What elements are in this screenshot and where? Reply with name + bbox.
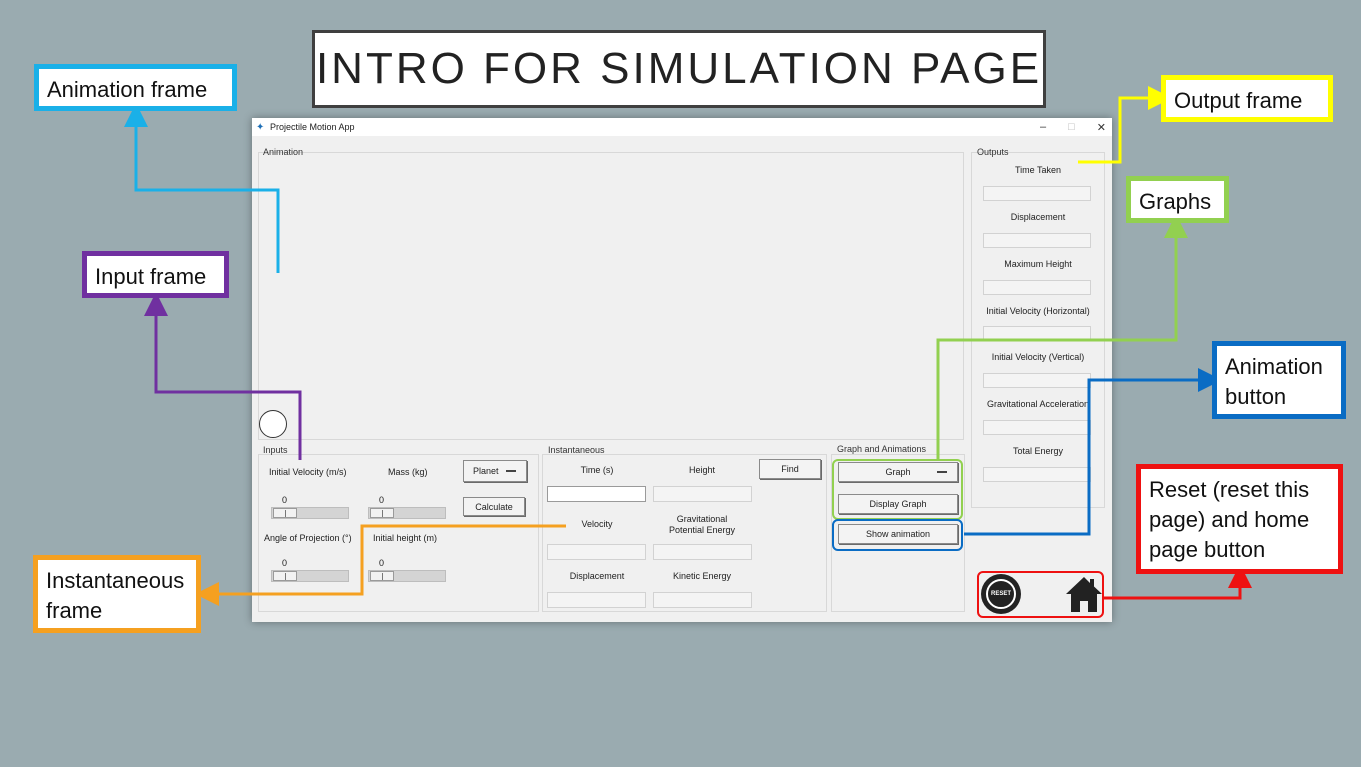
slide-title: INTRO FOR SIMULATION PAGE: [312, 30, 1046, 108]
reset-button[interactable]: RESET: [981, 574, 1021, 614]
output-displacement: [983, 233, 1091, 248]
close-button[interactable]: ✕: [1096, 121, 1106, 134]
output-time-taken: [983, 186, 1091, 201]
angle-value: 0: [282, 558, 288, 568]
angle-label: Angle of Projection (°): [264, 533, 352, 543]
displacement-output: [547, 592, 646, 608]
find-button[interactable]: Find: [759, 459, 821, 479]
connector-graphs: [936, 214, 1188, 460]
initial-height-label: Initial height (m): [373, 533, 438, 543]
callout-animation-button: Animation button: [1212, 341, 1346, 419]
output-label-initial-velocity-horizontal: Initial Velocity (Horizontal): [986, 306, 1090, 316]
callout-output-frame: Output frame: [1161, 75, 1333, 122]
connector-reset-home: [1104, 564, 1252, 600]
minimize-button[interactable]: –: [1040, 121, 1047, 133]
connector-input-frame: [144, 292, 302, 460]
output-label-time-taken: Time Taken: [1014, 165, 1062, 175]
displacement-label: Displacement: [569, 571, 625, 581]
callout-input-frame: Input frame: [82, 251, 229, 298]
mass-label: Mass (kg): [388, 467, 428, 477]
callout-reset-home: Reset (reset this page) and home page bu…: [1136, 464, 1343, 574]
outputs-frame: [971, 152, 1105, 508]
calculate-button[interactable]: Calculate: [463, 497, 525, 516]
connector-animation-button: [964, 368, 1222, 536]
dropdown-indicator-icon: [506, 470, 516, 472]
reset-icon: RESET: [986, 579, 1016, 609]
connector-output-frame: [1078, 86, 1172, 164]
outputs-frame-label: Outputs: [977, 147, 1009, 157]
projectile-ball: [259, 410, 287, 438]
feather-icon: ✦: [256, 121, 265, 133]
initial-velocity-value: 0: [282, 495, 288, 505]
animation-frame: [258, 152, 964, 440]
slider-thumb[interactable]: [273, 508, 297, 518]
velocity-label: Velocity: [581, 519, 613, 529]
kinetic-energy-label: Kinetic Energy: [672, 571, 732, 581]
mass-value: 0: [379, 495, 385, 505]
instantaneous-frame: [542, 454, 827, 612]
callout-instantaneous-frame: Instantaneous frame: [33, 555, 201, 633]
graph-button-label: Graph: [885, 467, 911, 477]
gpe-output: [653, 544, 752, 560]
output-label-gravitational-acceleration: Gravitational Acceleration: [986, 399, 1090, 409]
show-animation-button-label: Show animation: [865, 529, 931, 539]
initial-height-slider[interactable]: [368, 570, 446, 582]
time-label: Time (s): [580, 465, 614, 475]
animation-frame-label: Animation: [263, 147, 304, 157]
connector-instantaneous-frame: [195, 524, 566, 606]
output-label-maximum-height: Maximum Height: [1004, 259, 1072, 269]
slider-thumb[interactable]: [273, 571, 297, 581]
gpe-label: Gravitational Potential Energy: [668, 514, 736, 535]
kinetic-energy-output: [653, 592, 752, 608]
velocity-output: [547, 544, 646, 560]
initial-velocity-slider[interactable]: [271, 507, 349, 519]
find-button-label: Find: [781, 464, 799, 474]
planet-button-label: Planet: [473, 466, 499, 476]
callout-graphs: Graphs: [1126, 176, 1229, 223]
slider-thumb[interactable]: [370, 508, 394, 518]
graph-animations-frame-label: Graph and Animations: [837, 444, 927, 454]
height-label: Height: [688, 465, 715, 475]
output-label-total-energy: Total Energy: [1012, 446, 1064, 456]
angle-slider[interactable]: [271, 570, 349, 582]
animation-button-highlight: [832, 519, 963, 551]
display-graph-button[interactable]: Display Graph: [838, 494, 958, 514]
slider-thumb[interactable]: [370, 571, 394, 581]
maximize-button[interactable]: □: [1068, 121, 1075, 133]
app-window: ✦ Projectile Motion App – □ ✕ Animation …: [252, 118, 1112, 622]
output-label-initial-velocity-vertical: Initial Velocity (Vertical): [991, 352, 1085, 362]
initial-height-value: 0: [379, 558, 385, 568]
initial-velocity-label: Initial Velocity (m/s): [269, 467, 347, 477]
reset-home-highlight: [977, 571, 1104, 618]
inputs-frame: [258, 454, 539, 612]
graph-menu-button[interactable]: Graph: [838, 462, 958, 482]
planet-menu-button[interactable]: Planet: [463, 460, 527, 482]
dropdown-indicator-icon: [937, 471, 947, 473]
inputs-frame-label: Inputs: [263, 445, 288, 455]
window-title: Projectile Motion App: [270, 122, 355, 132]
calculate-button-label: Calculate: [475, 501, 513, 512]
window-titlebar: ✦ Projectile Motion App – □ ✕: [252, 118, 1112, 136]
height-output: [653, 486, 752, 502]
home-icon: [1066, 577, 1102, 612]
home-button[interactable]: [1064, 574, 1104, 614]
instantaneous-frame-label: Instantaneous: [548, 445, 605, 455]
output-label-displacement: Displacement: [1010, 212, 1066, 222]
output-maximum-height: [983, 280, 1091, 295]
connector-animation-frame: [124, 103, 280, 273]
show-animation-button[interactable]: Show animation: [838, 524, 958, 544]
time-input[interactable]: [547, 486, 646, 502]
reset-button-text: RESET: [990, 591, 1011, 597]
callout-animation-frame: Animation frame: [34, 64, 237, 111]
display-graph-button-label: Display Graph: [869, 499, 927, 509]
mass-slider[interactable]: [368, 507, 446, 519]
